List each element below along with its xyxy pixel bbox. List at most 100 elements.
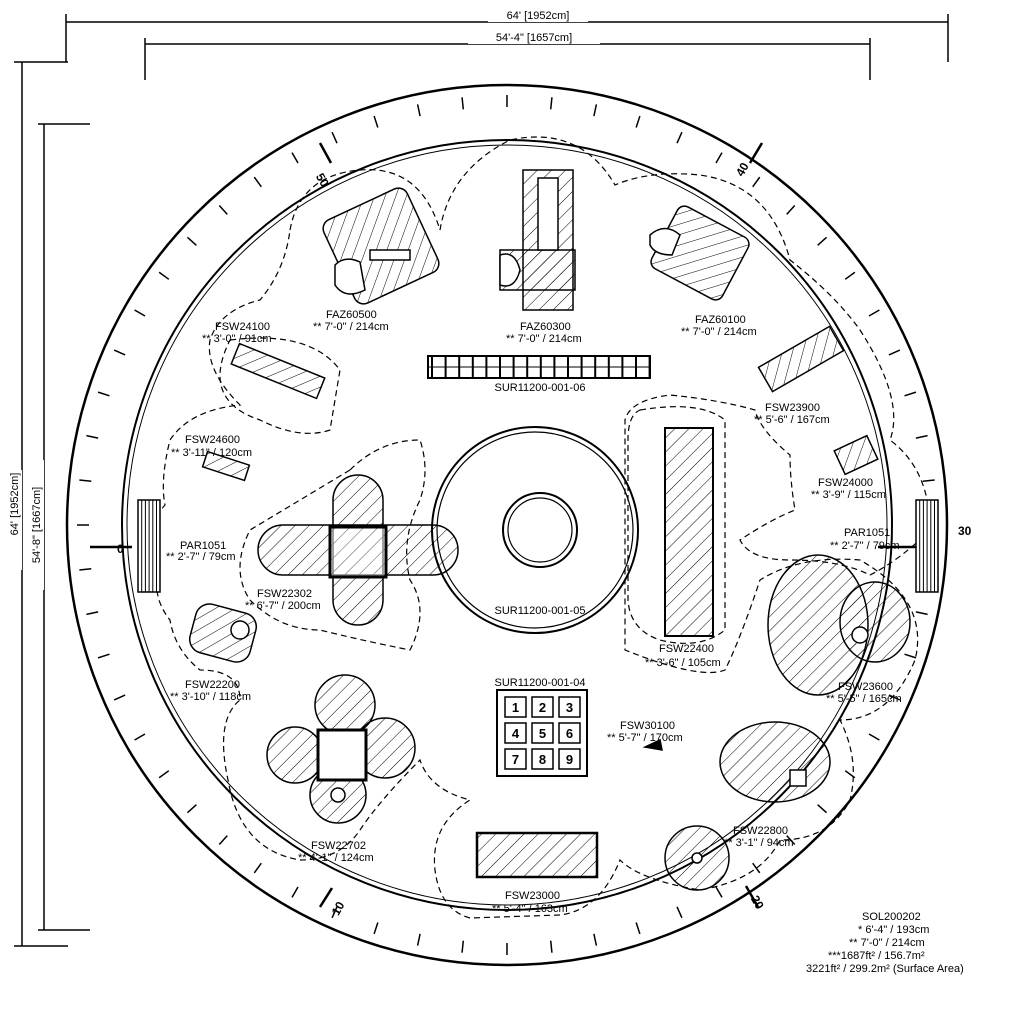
fsw22302-graphic — [257, 474, 459, 626]
inner-height-label: 54'-8" [1667cm] — [31, 487, 43, 563]
track-tick — [86, 434, 99, 439]
track-tick — [715, 886, 723, 898]
label-fsw22702-spec: ** 4'-1" / 124cm — [298, 852, 374, 864]
track-tick — [113, 694, 126, 701]
track-tick — [844, 770, 856, 779]
compass-label-0: 0 — [117, 542, 124, 556]
track-tick — [676, 131, 683, 144]
fsw22800-graphic — [664, 721, 831, 891]
track-tick — [331, 131, 338, 144]
component-labels: FAZ60500 ** 7'-0" / 214cm FAZ60300 ** 7'… — [166, 309, 902, 915]
label-faz60500-spec: ** 7'-0" / 214cm — [313, 321, 389, 333]
track-tick — [253, 862, 262, 874]
grid-tile-number: 5 — [539, 726, 546, 741]
outer-height-label: 64' [1952cm] — [9, 473, 21, 536]
fsw24000-graphic — [833, 434, 879, 476]
label-fsw23600-code: FSW23600 — [838, 681, 893, 693]
label-faz60100-spec: ** 7'-0" / 214cm — [681, 326, 757, 338]
track-tick — [868, 309, 880, 317]
fsw23000-graphic — [475, 831, 599, 879]
label-par1051-right-spec: ** 2'-7" / 79cm — [830, 540, 900, 552]
track-tick — [676, 906, 683, 919]
number-grid-label: SUR11200-001-04 — [495, 677, 586, 689]
label-fsw22200-code: FSW22200 — [185, 679, 240, 691]
track-tick — [79, 479, 92, 483]
fsw22400-graphic — [664, 427, 714, 637]
compass-axis-markers — [90, 142, 924, 908]
track-tick-marks — [77, 95, 937, 955]
track-tick — [186, 804, 197, 814]
label-fsw23600-spec: ** 5'-5" / 165cm — [826, 693, 902, 705]
track-tick — [635, 922, 641, 935]
track-tick — [915, 611, 928, 616]
grid-tile — [504, 748, 527, 770]
compass-label-10: 10 — [329, 899, 348, 918]
track-tick — [715, 152, 723, 164]
perimeter-track — [65, 83, 949, 967]
label-fsw23000-code: FSW23000 — [505, 890, 560, 902]
track-tick — [79, 567, 92, 571]
summary-line4: 3221ft² / 299.2m² (Surface Area) — [806, 963, 964, 975]
grid-tile-number: 8 — [539, 752, 546, 767]
label-fsw30100-spec: ** 5'-7" / 170cm — [607, 732, 683, 744]
label-faz60300-spec: ** 7'-0" / 214cm — [506, 333, 582, 345]
track-tick — [331, 906, 338, 919]
track-tick — [113, 349, 126, 356]
center-surface-rings — [431, 426, 639, 634]
label-par1051-left-code: PAR1051 — [180, 540, 226, 552]
label-fsw23900-spec: ** 5'-6" / 167cm — [754, 414, 830, 426]
fsw24600-graphic — [201, 450, 251, 482]
number-grid-frame — [496, 689, 588, 777]
fsw23900-graphic — [757, 325, 845, 393]
label-fsw24000-spec: ** 3'-9" / 115cm — [811, 489, 886, 501]
grid-tile-number: 7 — [512, 752, 519, 767]
label-fsw23900-code: FSW23900 — [765, 402, 820, 414]
grid-tile — [531, 722, 554, 744]
ladder-rungs — [431, 356, 651, 378]
center-surface-label: SUR11200-001-05 — [495, 605, 586, 617]
par1051-left-lines — [141, 500, 157, 592]
track-tick — [922, 479, 935, 483]
grid-tile — [504, 722, 527, 744]
track-tick — [904, 653, 917, 659]
grid-tile — [558, 722, 581, 744]
grid-tile-number: 1 — [512, 700, 519, 715]
fsw23600-graphic — [767, 554, 911, 696]
outer-width-label: 64' [1952cm] — [507, 10, 570, 22]
par1051-right-lines — [919, 500, 935, 592]
label-fsw22702-code: FSW22702 — [311, 840, 366, 852]
label-fsw22302-spec: ** 6'-7" / 200cm — [245, 600, 321, 612]
fsw24100-graphic — [230, 342, 326, 400]
track-tick — [549, 940, 553, 953]
label-fsw22400-spec: ** 3'-6" / 105cm — [645, 657, 721, 669]
label-fsw22302-code: FSW22302 — [257, 588, 312, 600]
track-tick — [373, 115, 379, 128]
fsw22702-graphic — [266, 674, 416, 824]
grid-tile — [558, 748, 581, 770]
label-fsw24000-code: FSW24000 — [818, 477, 873, 489]
track-tick — [549, 97, 553, 110]
summary-line3: ***1687ft² / 156.7m² — [828, 950, 925, 962]
track-tick — [416, 933, 421, 946]
track-tick — [593, 933, 598, 946]
label-fsw24600-spec: ** 3'-11" / 120cm — [171, 447, 252, 459]
summary-block: SOL200202 * 6'-4" / 193cm ** 7'-0" / 214… — [806, 911, 964, 975]
track-tick — [817, 804, 828, 814]
label-fsw30100-code: FSW30100 — [620, 720, 675, 732]
track-tick — [134, 309, 146, 317]
track-tick — [844, 271, 856, 280]
track-tick — [461, 940, 465, 953]
grid-tile-number: 3 — [566, 700, 573, 715]
inner-width-label: 54'-4" [1657cm] — [496, 32, 572, 44]
label-fsw22800-code: FSW22800 — [733, 825, 788, 837]
track-tick — [186, 236, 197, 246]
grid-tile — [504, 696, 527, 718]
track-tick — [752, 176, 761, 188]
ladder-surface — [427, 355, 651, 379]
track-tick — [291, 152, 299, 164]
summary-line2: ** 7'-0" / 214cm — [849, 937, 925, 949]
track-tick — [97, 391, 110, 397]
fsw22200-graphic — [188, 603, 258, 663]
